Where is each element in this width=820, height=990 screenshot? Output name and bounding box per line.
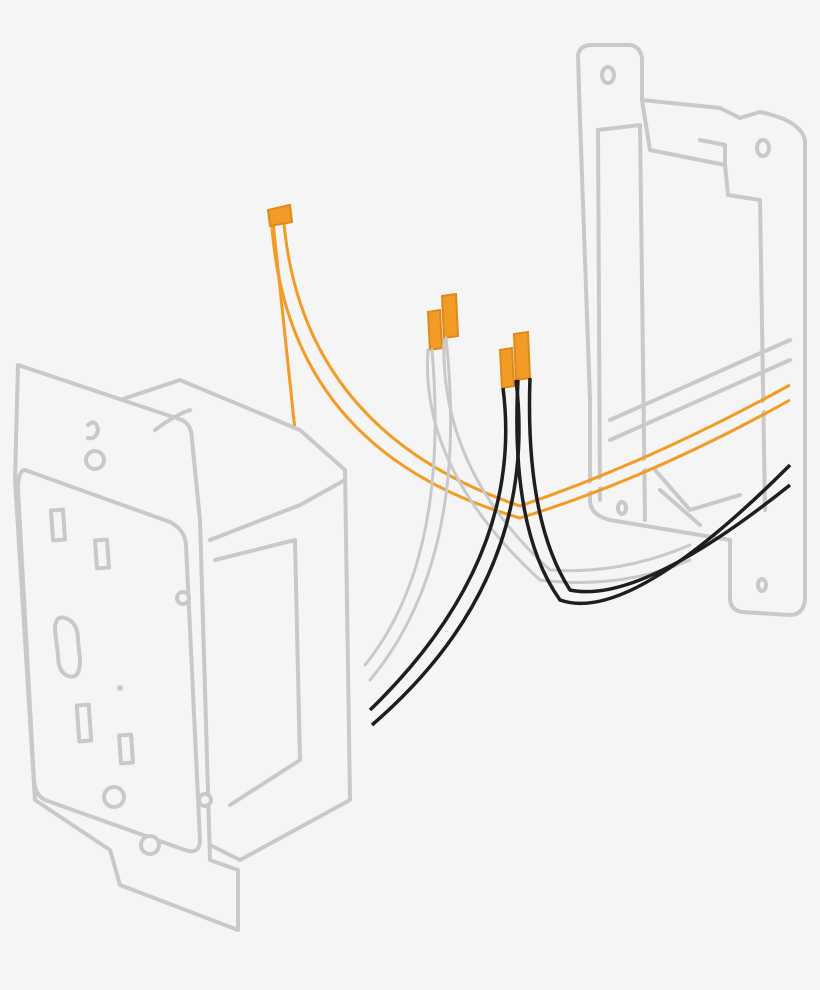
screw — [84, 449, 106, 471]
orange-wire-tip — [440, 292, 460, 340]
screw — [139, 834, 161, 856]
terminal-screw — [197, 792, 213, 808]
outlet-face — [16, 468, 202, 854]
screw — [102, 785, 126, 809]
terminal-screw — [175, 590, 191, 606]
wall-box — [576, 43, 807, 617]
orange-wire-tip — [426, 308, 444, 352]
ground-hole — [53, 615, 82, 679]
orange-wire-tip — [498, 346, 516, 390]
black-wires — [368, 377, 792, 727]
orange-wire-tip — [266, 203, 294, 228]
slot — [48, 507, 68, 543]
orange-wire-tip — [512, 330, 532, 382]
slot — [93, 537, 111, 571]
orange-wires — [266, 203, 792, 520]
outlet — [13, 363, 352, 932]
slot — [117, 732, 135, 766]
slot — [74, 702, 94, 744]
